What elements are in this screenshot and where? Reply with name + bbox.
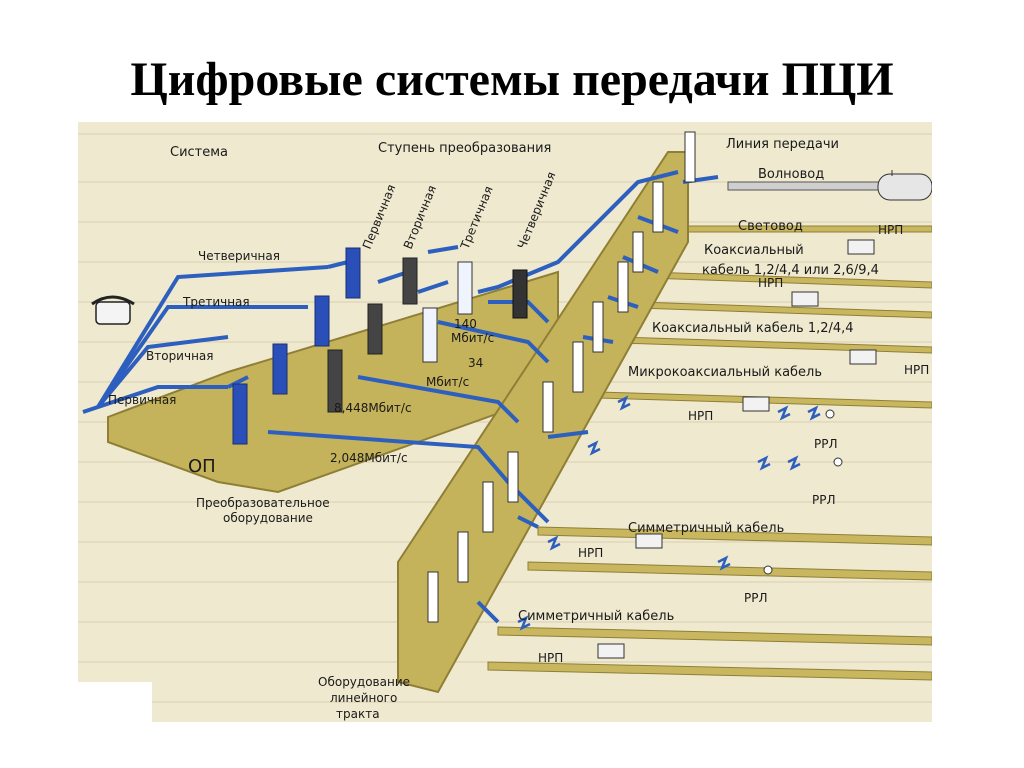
- nrp-box-fiber: [847, 239, 875, 255]
- pdh-diagram: Система Ступень преобразования Линия пер…: [78, 122, 932, 722]
- rrl-label-3: РРЛ: [744, 591, 768, 605]
- line-equipment-label-3: тракта: [336, 707, 380, 721]
- media-coax1-line2: кабель 1,2/4,4 или 2,6/9,4: [702, 263, 879, 278]
- slide-title: Цифровые системы передачи ПЦИ: [130, 53, 894, 106]
- system-primary: Первичная: [108, 393, 176, 407]
- line-equipment-label-1: Оборудование: [318, 675, 410, 689]
- conversion-equipment-label-1: Преобразовательное: [196, 496, 330, 510]
- nrp-box-coax1: [791, 291, 819, 307]
- nrp-label-coax1: НРП: [758, 276, 783, 290]
- line-regenerators: [427, 131, 696, 623]
- header-line: Линия передачи: [726, 137, 839, 152]
- rate-34-unit: Мбит/с: [426, 375, 469, 389]
- symmetric-cable-1: [537, 526, 932, 546]
- rate-34: 34: [468, 356, 483, 370]
- block-quaternary-out: [512, 269, 528, 319]
- nrp-box-sym2: [597, 643, 625, 659]
- block-140: [457, 261, 473, 315]
- block-secondary-in: [272, 343, 288, 395]
- rate-140-unit: Мбит/с: [451, 331, 494, 345]
- waveguide-pipe: [727, 181, 932, 191]
- nrp-label-microcoax: НРП: [688, 409, 713, 423]
- system-secondary: Вторичная: [146, 349, 214, 363]
- symmetric-cable-2: [497, 626, 932, 646]
- media-coax2: Коаксиальный кабель 1,2/4,4: [652, 321, 854, 336]
- block-34: [422, 307, 438, 363]
- block-primary: [232, 383, 248, 445]
- header-stage: Ступень преобразования: [378, 141, 551, 156]
- media-waveguide: Волновод: [758, 167, 824, 182]
- scan-corner: [78, 682, 152, 722]
- conversion-equipment-label-2: оборудование: [223, 511, 313, 525]
- waveguide-tank-icon: [877, 170, 932, 201]
- block-secondary-mux: [327, 349, 343, 413]
- symmetric-cable-1b: [527, 561, 932, 581]
- rate-140: 140: [454, 317, 477, 331]
- antennas: [763, 409, 843, 575]
- nrp-label-coax2: НРП: [904, 363, 929, 377]
- repeater-boxes: [597, 239, 877, 659]
- block-tertiary-mux: [367, 303, 383, 355]
- cables: [487, 181, 932, 681]
- nrp-label-fiber: НРП: [878, 223, 903, 237]
- block-quaternary-in: [345, 247, 361, 299]
- nrp-label-sym1: НРП: [578, 546, 603, 560]
- rate-8: 8,448Мбит/с: [334, 401, 412, 415]
- media-fiber: Световод: [738, 219, 803, 234]
- media-coax1-line1: Коаксиальный: [704, 243, 804, 258]
- system-quaternary: Четверичная: [198, 249, 280, 263]
- media-symmetric-1: Симметричный кабель: [628, 521, 784, 536]
- media-microcoax: Микрокоаксиальный кабель: [628, 365, 822, 380]
- block-tertiary-in: [314, 295, 330, 347]
- symmetric-cable-2b: [487, 661, 932, 681]
- telephone-icon: [91, 295, 135, 325]
- nrp-box-sym1: [635, 533, 663, 549]
- rrl-label-2: РРЛ: [812, 493, 836, 507]
- rrl-label-1: РРЛ: [814, 437, 838, 451]
- nrp-label-sym2: НРП: [538, 651, 563, 665]
- conversion-blocks: [232, 247, 528, 445]
- system-tertiary: Третичная: [182, 295, 250, 309]
- radio-links: [517, 395, 821, 631]
- nrp-box-microcoax: [742, 396, 770, 412]
- line-equipment-label-2: линейного: [330, 691, 397, 705]
- header-system: Система: [170, 145, 228, 160]
- media-symmetric-2: Симметричный кабель: [518, 609, 674, 624]
- rate-2: 2,048Мбит/с: [330, 451, 408, 465]
- op-label: ОП: [188, 456, 216, 477]
- nrp-box-coax2: [849, 349, 877, 365]
- block-quaternary-mux: [402, 257, 418, 305]
